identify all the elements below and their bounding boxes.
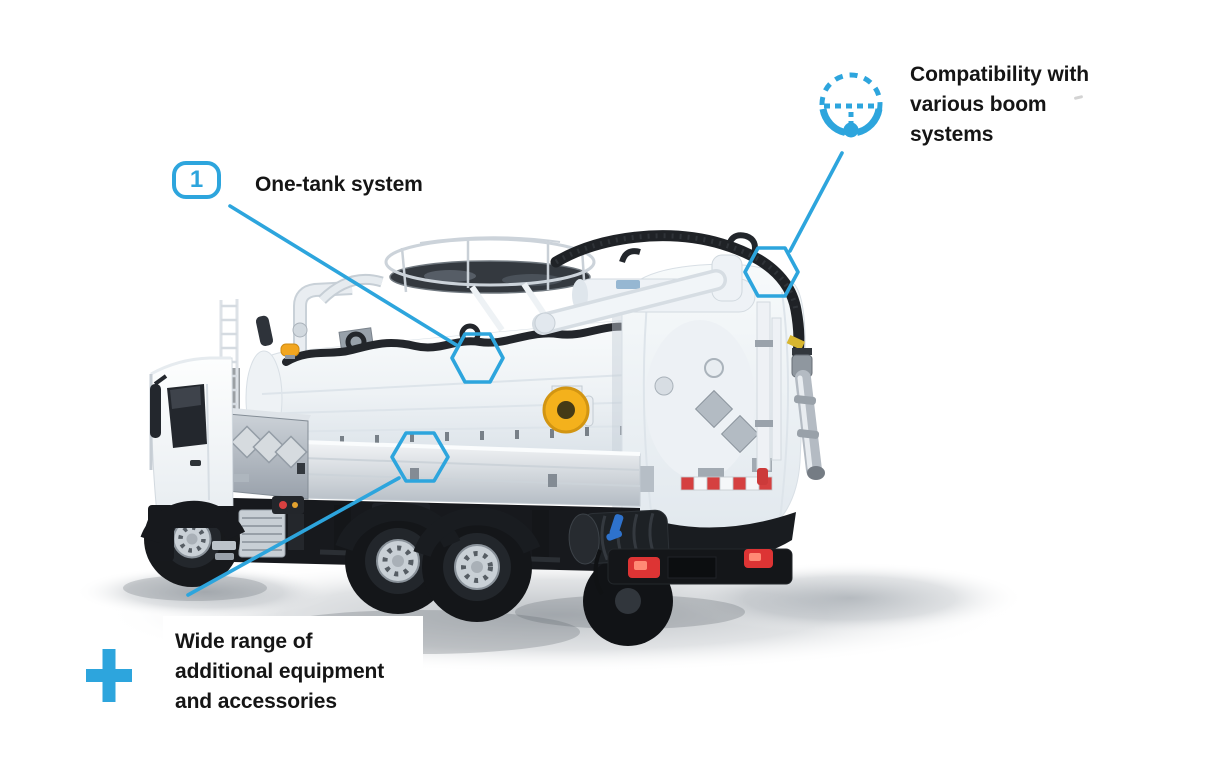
boom-compatibility-label: Compatibility with various boom systems [910,60,1089,150]
beacon-light [280,343,300,357]
equipment-line-1: Wide range of [175,630,313,653]
plus-icon [86,649,132,702]
callout-line-equipment [186,476,401,597]
side-mirror [150,384,161,438]
rear-hose-reel [568,509,670,565]
boom-compatibility-line-2: various boom [910,93,1047,116]
label-background-panel [163,616,423,730]
spray-gun [609,514,624,537]
callout-line-one-tank [228,204,460,348]
yellow-hose-reel [542,385,594,434]
hexagon-marker-boom [743,246,800,298]
boom-compatibility-line-1: Compatibility with [910,63,1090,86]
dashed-circle-boom-icon [819,72,883,138]
equipment-line-3: and accessories [175,690,337,713]
one-tank-badge: 1 [172,161,221,199]
rear-striped-bar [680,476,773,491]
equipment-line-2: additional equipment [175,660,385,683]
hexagon-marker-one-tank [450,332,505,384]
pressure-gauge [704,358,724,378]
equipment-label: Wide range of additional equipment and a… [175,627,384,717]
rear-bumper-assembly [568,509,793,646]
boom-compatibility-line-3: systems [910,123,994,146]
one-tank-label: One-tank system [255,173,423,196]
suction-boom [532,230,825,480]
fenders [140,500,541,561]
cab [149,356,234,525]
callout-line-boom [788,151,844,253]
side-skirt [301,440,641,507]
suction-tube [795,370,822,478]
hexagon-marker-equipment [390,431,450,483]
